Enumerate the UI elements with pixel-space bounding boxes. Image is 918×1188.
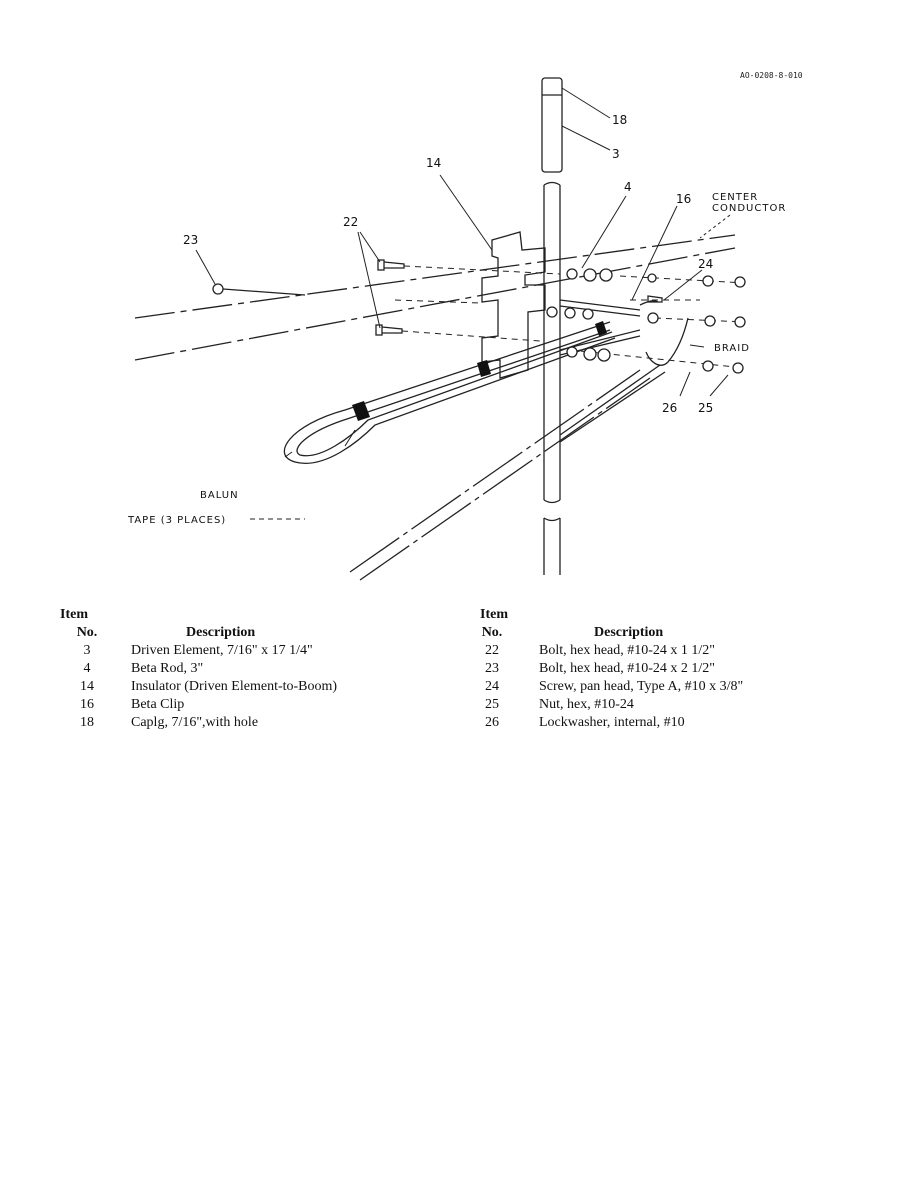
callout-23: 23	[183, 233, 198, 247]
support-line-1	[559, 364, 661, 436]
header-description: Description	[594, 625, 664, 640]
item-no: 16	[80, 697, 94, 712]
header-row: No. Description	[60, 624, 337, 642]
item-no: 26	[485, 715, 499, 730]
item-description: Caplg, 7/16",with hole	[131, 715, 259, 730]
callout-14: 14	[426, 156, 441, 170]
item-description: Beta Clip	[131, 697, 185, 712]
balun-label: BALUN	[200, 490, 239, 501]
callout-4: 4	[624, 180, 632, 194]
beta-rod-upper	[559, 299, 641, 311]
header-no: No.	[76, 625, 98, 640]
braid-wire	[645, 317, 689, 366]
header-no: No.	[481, 625, 503, 640]
figure-ref-code: AO-0208-8-010	[740, 71, 803, 80]
bolt-23	[212, 283, 306, 296]
parts-table-right: 22 Bolt, hex head, #10-24 x 1 1/2" 23 Bolt…	[480, 642, 743, 732]
item-description: Screw, pan head, Type A, #10 x 3/8"	[539, 679, 744, 694]
item-no: 4	[83, 661, 91, 676]
table-row: 16 Beta Clip	[60, 696, 337, 714]
table-row: 4 Beta Rod, 3"	[60, 660, 337, 678]
item-no: 14	[80, 679, 94, 694]
tape-bands	[352, 321, 607, 421]
boom-upper-line	[134, 234, 736, 319]
header-row: No. Description	[480, 624, 743, 642]
callout-3: 3	[612, 147, 620, 161]
item-no: 23	[485, 661, 499, 676]
hardware-nuts-washers	[546, 268, 746, 374]
item-description: Bolt, hex head, #10-24 x 2 1/2"	[539, 661, 716, 676]
parts-list-left: Item No. Description 3 Driven Element, 7/1…	[60, 606, 337, 732]
insulator-block	[481, 231, 546, 379]
callout-24: 24	[698, 257, 713, 271]
item-no: 18	[80, 715, 94, 730]
item-description: Lockwasher, internal, #10	[539, 715, 685, 730]
table-row: 22 Bolt, hex head, #10-24 x 1 1/2"	[480, 642, 743, 660]
capplug-element	[541, 77, 563, 173]
item-description: Beta Rod, 3"	[131, 661, 204, 676]
header-item: Item	[480, 607, 508, 622]
item-description: Nut, hex, #10-24	[539, 697, 634, 712]
boom-lower-line	[134, 247, 736, 361]
driven-element	[543, 185, 561, 575]
callout-25: 25	[698, 401, 713, 415]
callout-26: 26	[662, 401, 677, 415]
callout-18: 18	[612, 113, 627, 127]
parts-table-left: 3 Driven Element, 7/16" x 17 1/4" 4 Beta R…	[60, 642, 337, 732]
item-no: 25	[485, 697, 499, 712]
table-row: 23 Bolt, hex head, #10-24 x 2 1/2"	[480, 660, 743, 678]
table-row: 24 Screw, pan head, Type A, #10 x 3/8"	[480, 678, 743, 696]
header-description: Description	[186, 625, 256, 640]
screw-24	[647, 295, 663, 303]
center-conductor-label-line1: CENTER	[712, 192, 758, 203]
antenna-assembly-diagram: AO-0208-8-010 18 3 14 4 16 22 23 24 26 2…	[127, 71, 803, 581]
item-no: 24	[485, 679, 499, 694]
table-row: 25 Nut, hex, #10-24	[480, 696, 743, 714]
header-item: Item	[60, 607, 88, 622]
item-description: Bolt, hex head, #10-24 x 1 1/2"	[539, 643, 716, 658]
item-no: 3	[83, 643, 91, 658]
item-description: Insulator (Driven Element-to-Boom)	[131, 679, 338, 694]
callout-22: 22	[343, 215, 358, 229]
support-line-2	[349, 369, 641, 573]
center-conductor-label-line2: CONDUCTOR	[712, 203, 786, 214]
item-description: Driven Element, 7/16" x 17 1/4"	[131, 643, 313, 658]
tape-label: TAPE (3 PLACES)	[127, 515, 226, 526]
item-no: 22	[485, 643, 499, 658]
table-row: 26 Lockwasher, internal, #10	[480, 714, 743, 732]
braid-label: BRAID	[714, 343, 750, 354]
bolt-22-upper	[377, 259, 405, 271]
table-row: 3 Driven Element, 7/16" x 17 1/4"	[60, 642, 337, 660]
table-row: 14 Insulator (Driven Element-to-Boom)	[60, 678, 337, 696]
callout-16: 16	[676, 192, 691, 206]
table-row: 18 Caplg, 7/16",with hole	[60, 714, 337, 732]
balun-loop	[283, 321, 616, 464]
